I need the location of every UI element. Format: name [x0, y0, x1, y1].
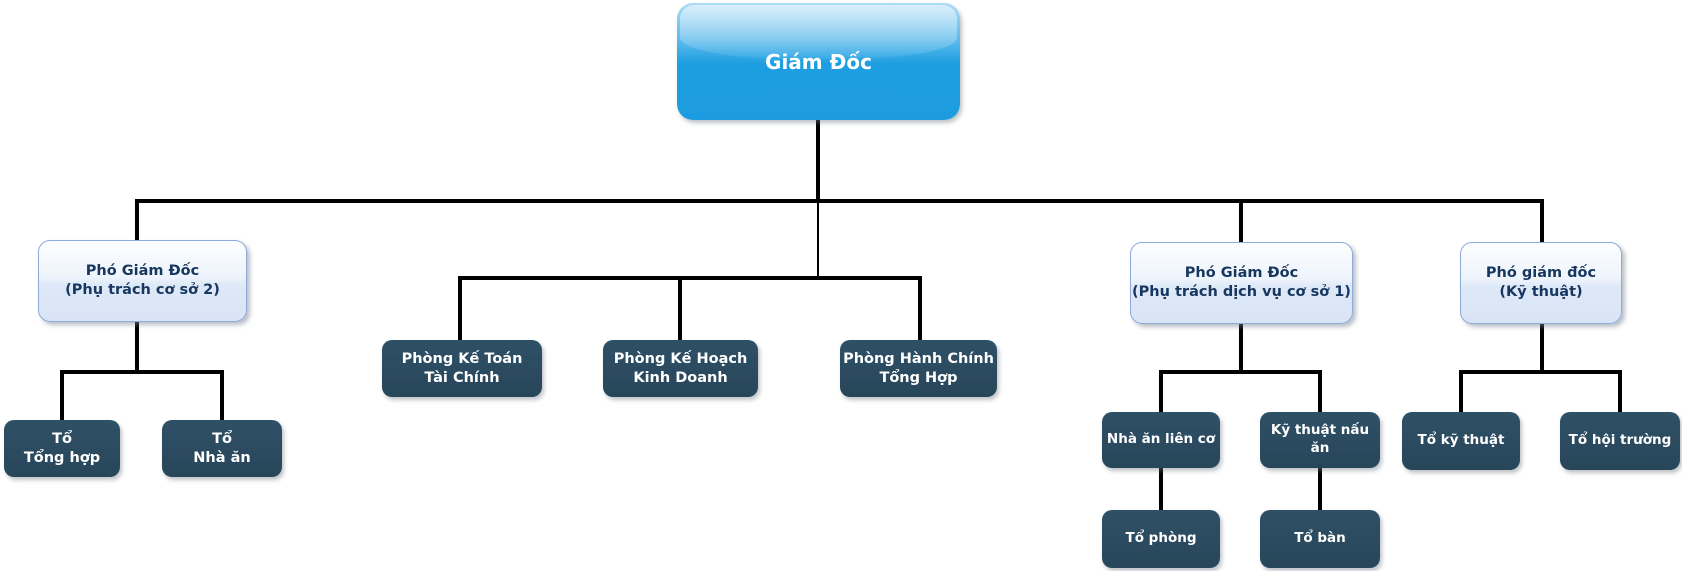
- org-node-phong-ke-toan: Phòng Kế Toán Tài Chính: [382, 340, 542, 397]
- org-node-to-tong-hop: Tổ Tổng hợp: [4, 420, 120, 477]
- connector-line: [60, 370, 64, 420]
- connector-line: [458, 276, 922, 280]
- org-node-label: Phòng Hành Chính Tổng Hợp: [843, 350, 994, 386]
- org-node-label: Tổ bàn: [1294, 530, 1346, 547]
- org-node-phong-ke-hoach: Phòng Kế Hoạch Kinh Doanh: [603, 340, 758, 397]
- org-node-label: Tổ hội trường: [1568, 432, 1672, 449]
- connector-line: [1159, 370, 1322, 374]
- connector-line: [220, 370, 224, 420]
- org-node-label: Tổ phòng: [1125, 530, 1197, 547]
- connector-line: [817, 203, 819, 278]
- org-node-label: Tổ kỹ thuật: [1417, 432, 1505, 449]
- org-node-label: Kỹ thuật nấu ăn: [1270, 422, 1370, 456]
- org-node-nha-an-lien-co: Nhà ăn liên cơ: [1102, 412, 1220, 468]
- org-node-label: Phó giám đốc (Kỹ thuật): [1485, 265, 1597, 300]
- connector-line: [1239, 324, 1243, 372]
- connector-line: [60, 370, 224, 374]
- org-node-to-ky-thuat: Tổ kỹ thuật: [1402, 412, 1520, 470]
- org-node-giam-doc: Giám Đốc: [677, 3, 960, 120]
- org-node-label: Phòng Kế Hoạch Kinh Doanh: [613, 350, 748, 386]
- connector-line: [135, 322, 139, 372]
- connector-line: [678, 276, 682, 340]
- connector-line: [1239, 199, 1243, 243]
- connector-line: [135, 199, 1544, 203]
- org-node-to-hoi-truong: Tổ hội trường: [1560, 412, 1680, 470]
- org-node-label: Tổ Nhà ăn: [193, 430, 251, 466]
- connector-line: [1618, 370, 1622, 412]
- org-node-to-nha-an: Tổ Nhà ăn: [162, 420, 282, 477]
- org-node-to-phong: Tổ phòng: [1102, 510, 1220, 568]
- connector-line: [458, 276, 462, 340]
- connector-line: [1159, 370, 1163, 412]
- connector-line: [1540, 199, 1544, 243]
- org-node-ky-thuat-nau-an: Kỹ thuật nấu ăn: [1260, 412, 1380, 468]
- org-node-label: Giám Đốc: [765, 49, 872, 74]
- connector-line: [1459, 370, 1622, 374]
- connector-line: [816, 120, 820, 200]
- connector-line: [918, 276, 922, 340]
- org-node-phong-hanh-chinh: Phòng Hành Chính Tổng Hợp: [840, 340, 997, 397]
- org-node-label: Tổ Tổng hợp: [23, 430, 101, 466]
- org-node-to-ban: Tổ bàn: [1260, 510, 1380, 568]
- connector-line: [1540, 324, 1544, 372]
- connector-line: [1318, 370, 1322, 412]
- connector-line: [1459, 370, 1463, 412]
- org-node-label: Phòng Kế Toán Tài Chính: [401, 350, 523, 386]
- connector-line: [1318, 468, 1322, 510]
- org-node-label: Phó Giám Đốc (Phụ trách dịch vụ cơ sở 1): [1132, 265, 1351, 300]
- org-node-pho-giam-doc-dich-vu: Phó Giám Đốc (Phụ trách dịch vụ cơ sở 1): [1130, 242, 1353, 324]
- org-node-pho-giam-doc-co-so-2: Phó Giám Đốc (Phụ trách cơ sở 2): [38, 240, 247, 322]
- connector-line: [135, 199, 139, 241]
- org-node-pho-giam-doc-ky-thuat: Phó giám đốc (Kỹ thuật): [1460, 242, 1622, 324]
- org-node-label: Nhà ăn liên cơ: [1106, 431, 1216, 448]
- connector-line: [1159, 468, 1163, 510]
- org-node-label: Phó Giám Đốc (Phụ trách cơ sở 2): [65, 263, 220, 298]
